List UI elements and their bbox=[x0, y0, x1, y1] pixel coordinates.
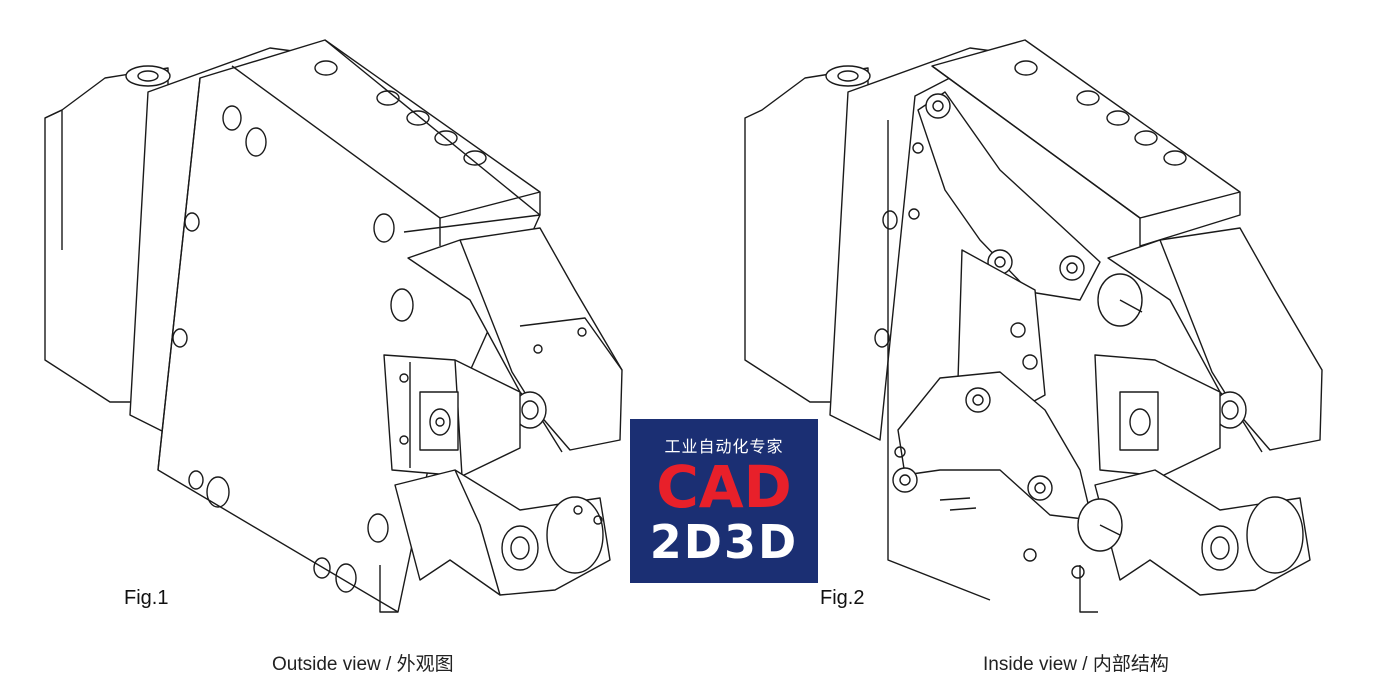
fig1-caption: Outside view / 外观图 bbox=[272, 654, 454, 675]
fig2-label: Fig.2 bbox=[820, 587, 865, 609]
fig1-label: Fig.1 bbox=[124, 587, 169, 609]
logo-cad-text: CAD bbox=[656, 453, 792, 521]
logo-subtitle: 工业自动化专家 bbox=[664, 439, 784, 456]
fig2-caption: Inside view / 内部结构 bbox=[983, 654, 1169, 675]
logo-2d3d-text: 2D3D bbox=[649, 515, 799, 569]
cad2d3d-logo: 工业自动化专家 CAD 2D3D bbox=[630, 419, 818, 583]
